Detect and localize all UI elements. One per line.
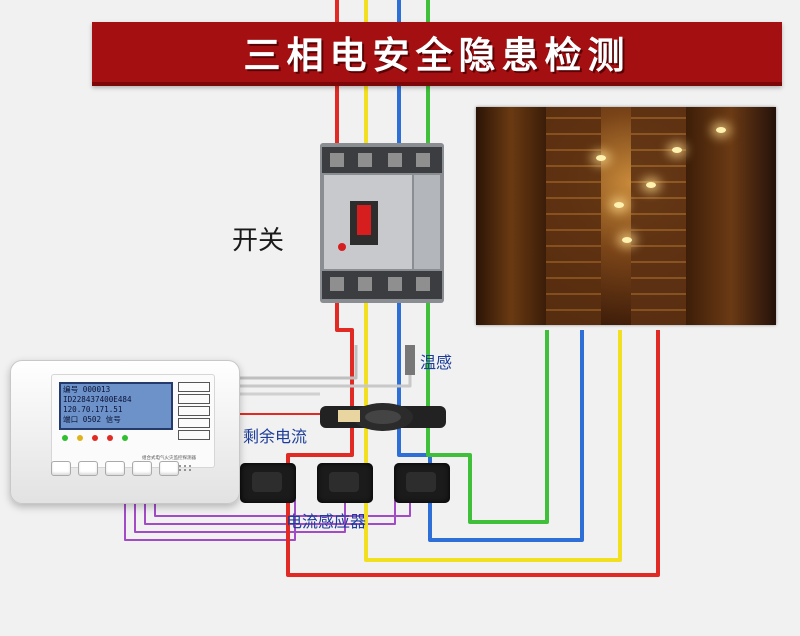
wire-red-down: [286, 300, 660, 577]
signal-cable-1: [238, 345, 358, 380]
lcd-line: ID228437400E484: [63, 395, 132, 404]
current-sensor-3: [394, 463, 450, 503]
title-banner: 三相电安全隐患检测: [92, 22, 782, 86]
panel-button[interactable]: [51, 461, 71, 476]
function-key-legend: [178, 382, 210, 442]
key-legend-item: [178, 394, 210, 404]
lcd-display: 编号 000013 ID228437400E484 120.70.171.51 …: [59, 382, 173, 430]
test-button-icon: [338, 243, 346, 251]
lcd-line: 编号 000013: [63, 385, 111, 394]
wire-green-down: [426, 300, 549, 524]
current-sensor-label: 电流感应器: [286, 512, 367, 531]
wire-purple-3: [144, 500, 396, 525]
panel-button[interactable]: [78, 461, 98, 476]
led-icon: [62, 435, 68, 441]
fire-monitoring-detector: 编号 000013 ID228437400E484 120.70.171.51 …: [10, 360, 240, 504]
page-title: 三相电安全隐患检测: [243, 34, 631, 77]
status-leds: [62, 435, 128, 441]
residual-current-transformer: [320, 403, 446, 431]
circuit-breaker: [320, 143, 444, 303]
current-sensor-1: [240, 463, 296, 503]
wire-purple-1: [124, 500, 296, 541]
switch-label: 开关: [232, 226, 285, 256]
panel-button[interactable]: [132, 461, 152, 476]
button-row: [51, 461, 179, 476]
led-icon: [92, 435, 98, 441]
warehouse-photo: [476, 107, 776, 325]
key-legend-item: [178, 382, 210, 392]
temperature-sensor: [405, 345, 415, 375]
current-sensor-2: [317, 463, 373, 503]
wire-yellow-down: [364, 300, 622, 562]
lcd-line: 120.70.171.51: [63, 405, 123, 414]
key-legend-item: [178, 406, 210, 416]
signal-cable-2: [238, 345, 412, 388]
panel-button[interactable]: [105, 461, 125, 476]
led-icon: [107, 435, 113, 441]
temperature-sensor-label: 温感: [420, 353, 453, 372]
wire-purple-4: [154, 500, 411, 517]
front-panel: 编号 000013 ID228437400E484 120.70.171.51 …: [51, 374, 215, 468]
panel-button[interactable]: [159, 461, 179, 476]
led-icon: [77, 435, 83, 441]
led-icon: [122, 435, 128, 441]
lcd-line: 端口 0502 信号: [63, 415, 121, 424]
device-brand: 组合式电气火灾监控探测器: [142, 456, 196, 461]
residual-current-label: 剩余电流: [243, 427, 308, 446]
speaker-icon: [179, 465, 192, 471]
key-legend-item: [178, 418, 210, 428]
key-legend-item: [178, 430, 210, 440]
